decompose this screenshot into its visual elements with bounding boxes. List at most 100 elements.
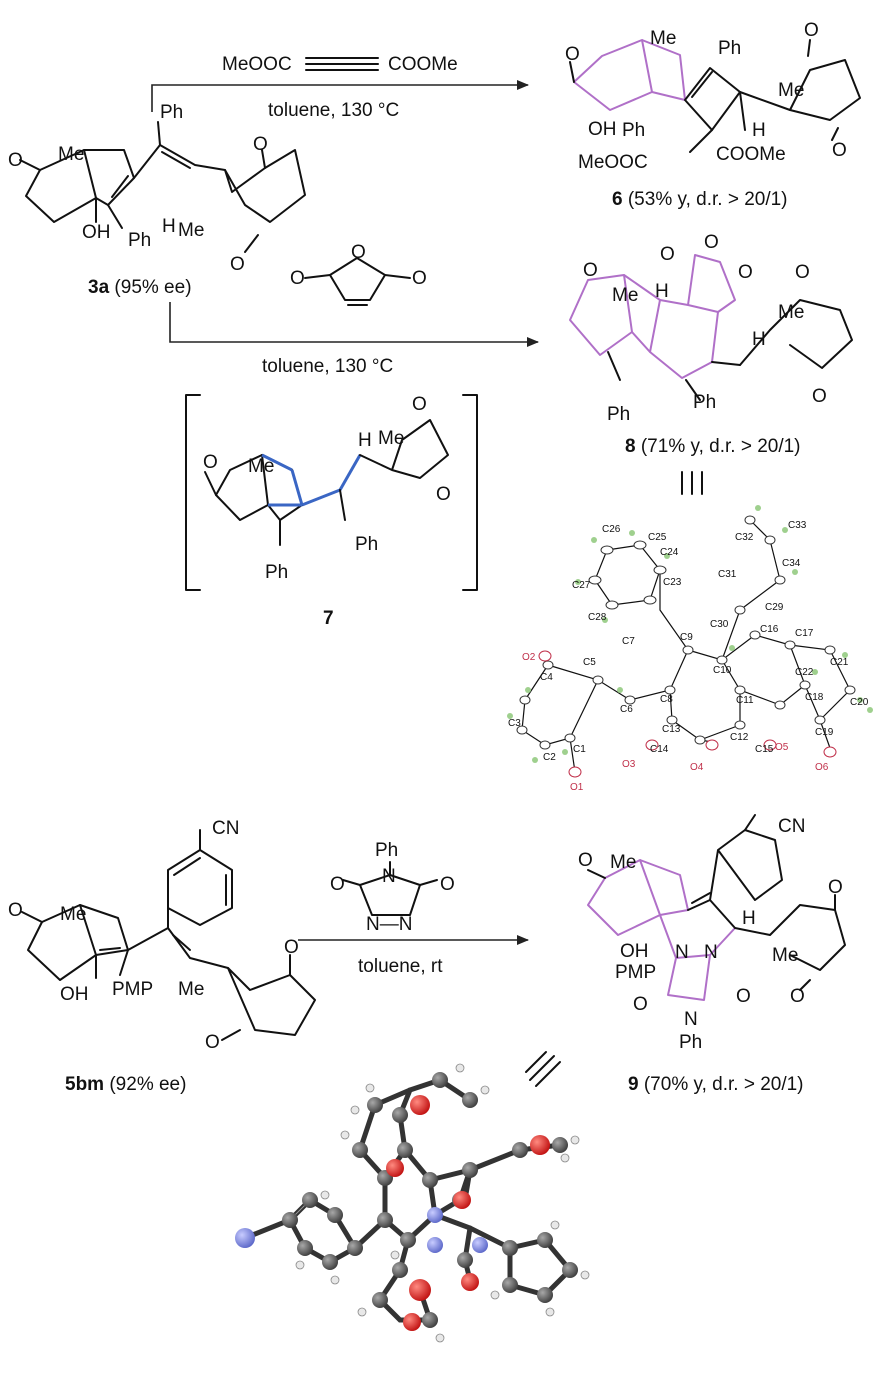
svg-text:C11: C11 [736,695,754,706]
reagent-ptad: Ph N O O N—N [330,840,455,935]
svg-text:Me: Me [248,456,274,477]
label-3a: 3a [88,277,110,298]
compound-9: O Me CN H Me O O OH PMP N N O O N Ph 9 (… [578,814,846,1095]
svg-text:9 (70% y, d.r. > 20/1): 9 (70% y, d.r. > 20/1) [628,1074,804,1095]
compound-8: O Me H O O O H Me O O Ph Ph 8 (71% y, d.… [569,232,853,457]
svg-text:O: O [583,260,598,281]
svg-text:C31: C31 [718,569,737,580]
svg-text:6 (53% y, d.r. > 20/1): 6 (53% y, d.r. > 20/1) [612,189,788,210]
svg-text:Me: Me [58,144,84,165]
svg-text:Ph: Ph [355,534,378,555]
ball-stick-oxygens [386,1095,550,1331]
svg-text:C13: C13 [662,724,681,735]
svg-text:C33: C33 [788,520,807,531]
svg-text:H: H [752,329,766,350]
label-5bm-ee: (92% ee) [109,1074,186,1095]
svg-text:O1: O1 [570,782,584,793]
svg-text:CN: CN [778,816,805,837]
svg-text:COOMe: COOMe [716,144,786,165]
svg-text:O: O [738,262,753,283]
svg-text:Ph: Ph [160,102,183,123]
svg-text:PMP: PMP [615,962,656,983]
svg-text:O: O [790,986,805,1007]
svg-text:O: O [351,242,366,263]
svg-text:C9: C9 [680,632,693,643]
svg-text:H: H [742,908,756,929]
equivalence-sign-2 [525,1051,561,1087]
svg-text:O: O [832,140,847,161]
svg-text:C7: C7 [622,636,635,647]
ptad-ph: Ph [375,840,398,861]
svg-text:C20: C20 [850,697,869,708]
svg-text:Ph: Ph [679,1032,702,1053]
svg-text:C2: C2 [543,752,556,763]
compound-6: O Me Ph H Me O O OH Ph MeOOC COOMe 6 (53… [565,20,861,210]
label-3a-ee: (95% ee) [114,277,191,298]
svg-text:H: H [358,430,372,451]
ball-stick-hydrogens [295,1063,590,1343]
ortep-oxygen-atoms [538,650,837,778]
svg-text:PMP: PMP [112,979,153,1000]
reaction-arrow-2 [169,302,539,347]
right-bracket [462,394,478,591]
svg-text:C24: C24 [660,547,679,558]
svg-text:OH: OH [620,941,649,962]
svg-text:O4: O4 [690,762,704,773]
svg-text:O: O [565,44,580,65]
svg-text:C25: C25 [648,532,667,543]
ortep-hydrogen-atoms [507,505,873,763]
ortep-oxygen-labels: O1 O2 O3 O4 O5 O6 [522,652,829,793]
crystal-structure-9 [235,1063,590,1343]
label-9: 9 [628,1074,639,1095]
label-5bm: 5bm [65,1074,104,1095]
svg-text:C19: C19 [815,727,834,738]
svg-text:Ph: Ph [622,120,645,141]
reagent-coome: COOMe [388,54,458,75]
svg-text:Ph: Ph [718,38,741,59]
label-6: 6 [612,189,623,210]
ball-stick-carbons [282,1072,578,1328]
svg-text:C22: C22 [795,667,814,678]
svg-text:C12: C12 [730,732,749,743]
svg-text:Ph: Ph [607,404,630,425]
svg-text:O: O [795,262,810,283]
svg-text:Me: Me [378,428,404,449]
svg-text:C27: C27 [572,580,591,591]
svg-text:Ph: Ph [265,562,288,583]
svg-text:C16: C16 [760,624,779,635]
left-bracket [185,394,201,591]
svg-text:C32: C32 [735,532,754,543]
reagent-maleic-anhydride: O O O [290,242,427,306]
reaction-arrow-1 [151,80,529,112]
svg-text:O: O [412,268,427,289]
label-7: 7 [323,608,334,629]
svg-text:N—N: N—N [366,914,412,935]
label-8: 8 [625,436,636,457]
svg-text:O: O [812,386,827,407]
svg-text:OH: OH [588,119,617,140]
conditions-3: toluene, rt [358,956,443,977]
svg-text:C23: C23 [663,577,682,588]
svg-text:Me: Me [178,979,204,1000]
reagent-dmad: MeOOC COOMe [222,54,458,75]
svg-text:N: N [704,942,718,963]
svg-text:Me: Me [612,285,638,306]
svg-text:C6: C6 [620,704,633,715]
svg-text:C34: C34 [782,558,801,569]
svg-text:C18: C18 [805,692,824,703]
equivalence-sign-1 [681,471,703,495]
reagent-meooc: MeOOC [222,54,292,75]
svg-text:O: O [330,874,345,895]
label-8-yield: (71% y, d.r. > 20/1) [641,436,801,457]
svg-text:O: O [8,150,23,171]
svg-text:H: H [162,216,176,237]
svg-text:O: O [704,232,719,253]
svg-text:C28: C28 [588,612,607,623]
svg-text:Me: Me [778,80,804,101]
svg-text:O: O [205,1032,220,1053]
svg-text:C15: C15 [755,744,774,755]
svg-text:C4: C4 [540,672,553,683]
svg-text:O5: O5 [775,742,789,753]
svg-text:Me: Me [178,220,204,241]
